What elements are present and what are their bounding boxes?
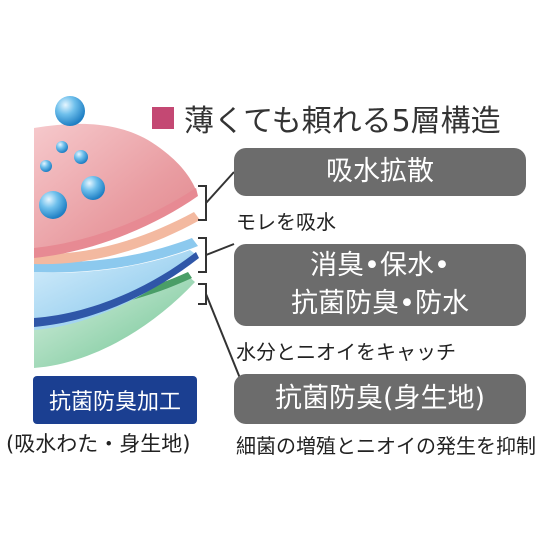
callout-desc-absorb: モレを吸水 [236, 210, 336, 234]
callout-pill-text-line2: 抗菌防臭•防水 [291, 288, 469, 319]
callout-desc-suppress: 細菌の増殖とニオイの発生を抑制 [236, 434, 536, 458]
badge-subtext: (吸水わた・身生地) [6, 432, 191, 456]
title-marker-square [152, 107, 174, 129]
layer-blue-top-edge [34, 238, 198, 273]
callout-pill-deodorize: 消臭•保水• 抗菌防臭•防水 [234, 244, 526, 326]
layer-peach [34, 212, 200, 265]
antibacterial-badge: 抗菌防臭加工 [33, 376, 197, 424]
water-drop-icon [74, 150, 88, 164]
layer-blue-edge [34, 252, 199, 327]
water-drop-icon [55, 96, 85, 126]
callout-pill-absorb-diffuse: 吸水拡散 [234, 148, 526, 196]
connector-line-1 [205, 171, 235, 204]
water-drop-icon [81, 176, 105, 200]
callout-pill-text: 抗菌防臭(身生地) [274, 383, 486, 414]
layer-pink-edge [34, 188, 198, 258]
bracket-layer-1 [198, 185, 207, 221]
connector-line-2 [205, 243, 235, 256]
bracket-layer-3 [198, 283, 207, 305]
callout-pill-antibacterial: 抗菌防臭(身生地) [234, 374, 526, 424]
diagram-title: 薄くても頼れる5層構造 [152, 96, 501, 140]
callout-desc-catch: 水分とニオイをキャッチ [236, 340, 456, 364]
layer-green-absorbent [34, 276, 195, 368]
callout-pill-text: 吸水拡散 [326, 156, 434, 187]
water-drop-icon [39, 191, 67, 219]
water-drop-icon [40, 160, 52, 172]
diagram-title-text: 薄くても頼れる5層構造 [184, 104, 501, 139]
callout-pill-text-line1: 消臭•保水• [310, 250, 450, 281]
water-drop-icon [56, 141, 68, 153]
layer-blue-absorbent [34, 250, 198, 330]
bracket-layer-2 [198, 237, 207, 273]
